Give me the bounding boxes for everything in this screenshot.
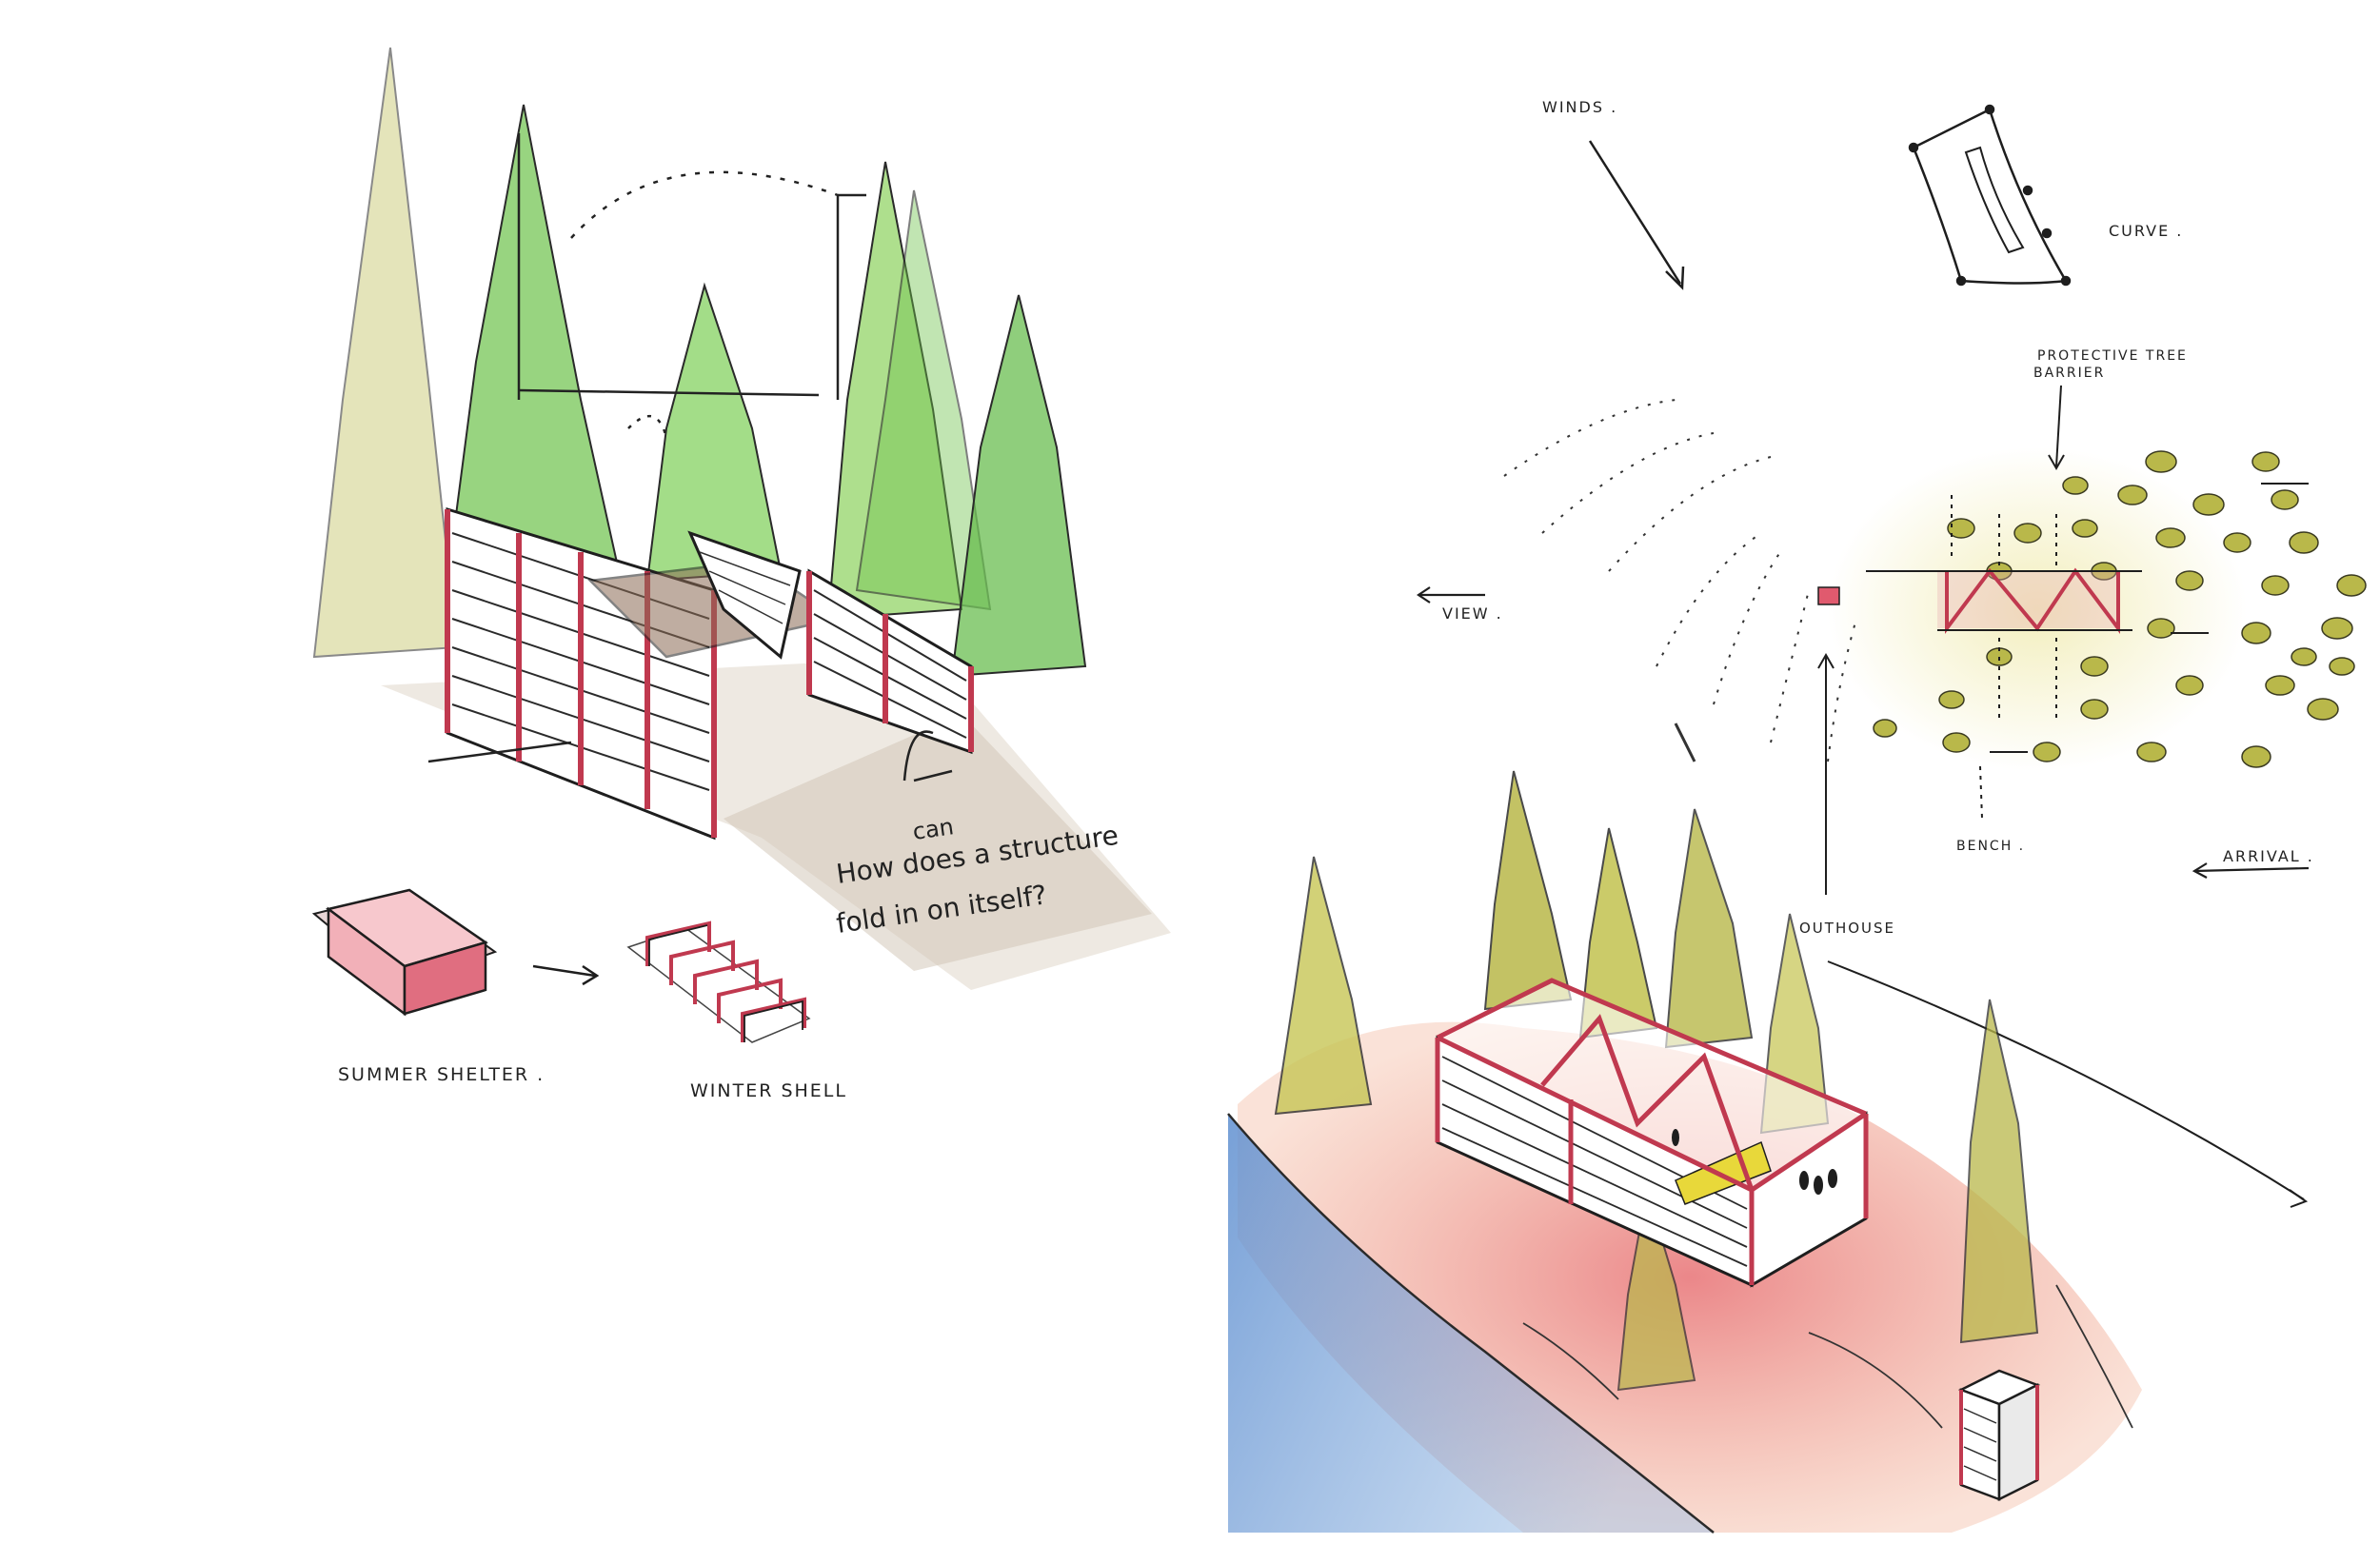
tree	[446, 104, 621, 583]
curve-diagram	[1908, 104, 2072, 287]
site-trees	[1274, 770, 2039, 1392]
tree	[1616, 1189, 1696, 1392]
winds-arrow	[1588, 140, 1685, 290]
bench-marks	[1990, 483, 2309, 753]
site-plan-diagram: WINDS . CURVE . PROTECTIVE TREE BARRIER	[1417, 98, 2367, 1208]
curve-label: CURVE .	[2109, 222, 2183, 240]
bench-leader	[1979, 765, 1983, 820]
tree	[1959, 999, 2039, 1344]
winter-shell-label: WINTER SHELL	[690, 1080, 847, 1101]
tree	[312, 47, 459, 659]
terrain-contours	[1522, 723, 2133, 1429]
view-label: VIEW .	[1442, 604, 1503, 623]
outhouse-label: OUTHOUSE	[1799, 920, 1895, 937]
water-body	[1228, 1114, 1714, 1533]
wind-flow-lines	[1503, 399, 1857, 762]
tree	[950, 294, 1087, 678]
tree	[1664, 808, 1754, 1049]
bench-insert	[1675, 1140, 1772, 1205]
clearing-wash	[1828, 447, 2247, 771]
outhouse-leader	[1817, 652, 1835, 895]
frame-plan	[1866, 495, 2142, 723]
summer-shelter-label: SUMMER SHELTER .	[338, 1064, 545, 1085]
transform-arrow	[532, 964, 600, 986]
protective-label-2: BARRIER	[2033, 366, 2105, 381]
tree	[1274, 856, 1373, 1116]
people-figures	[1672, 1129, 1837, 1195]
protective-leader	[2048, 385, 2065, 471]
outhouse-marker	[1817, 586, 1840, 605]
winter-shell-diagram	[626, 920, 811, 1043]
tree	[645, 282, 783, 583]
site-arc	[1827, 960, 2305, 1200]
frame-lines	[517, 133, 866, 439]
arrival-label: ARRIVAL .	[2223, 847, 2314, 865]
tree	[1483, 770, 1573, 1011]
site-arc-head	[2289, 1189, 2309, 1208]
tree-barrier-blobs	[1873, 450, 2367, 768]
winds-label: WINDS .	[1542, 98, 1617, 116]
shoreline	[1227, 1113, 1715, 1534]
pavilion	[1435, 978, 1869, 1288]
question-can: can	[911, 813, 956, 845]
summer-shelter-diagram	[311, 888, 498, 1017]
protective-label-1: PROTECTIVE TREE	[2037, 348, 2188, 364]
perspective-sketch: can How does a structure fold in on itse…	[311, 47, 1171, 1101]
tree	[855, 189, 992, 611]
outhouse	[1957, 1369, 2041, 1502]
bench-label: BENCH .	[1956, 839, 2025, 854]
leader-lines	[427, 730, 953, 782]
fence-wall-right	[806, 568, 974, 755]
view-arrow	[1417, 586, 1485, 604]
raised-flap	[687, 530, 802, 660]
tree	[826, 161, 963, 621]
site-perspective	[1227, 723, 2142, 1534]
conifer-trees	[312, 47, 1087, 678]
arrival-arrow	[2192, 862, 2310, 879]
path-strip	[724, 714, 1152, 971]
